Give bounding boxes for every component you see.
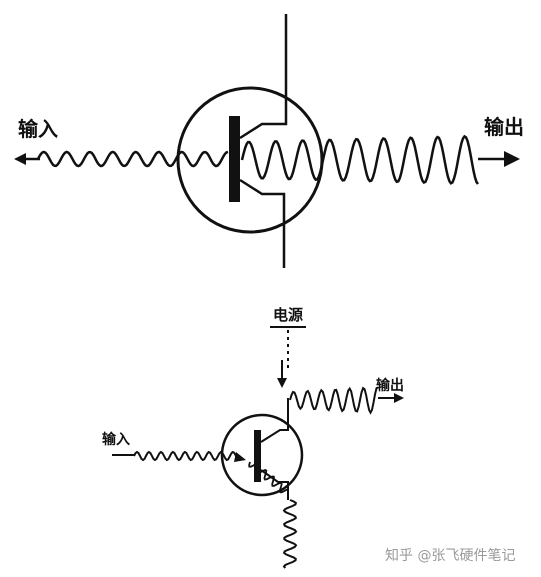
bottom-input-arrowhead (234, 452, 246, 462)
bottom-input-label: 输入 (102, 431, 130, 448)
bottom-output-label: 输出 (376, 377, 404, 394)
top-emitter-lead (239, 178, 286, 268)
top-output-arrowhead (504, 151, 520, 167)
bottom-collector-lead (260, 398, 289, 443)
bottom-transistor-circle (220, 413, 304, 497)
bottom-emitter-lead (260, 469, 289, 500)
collector-current-arrowhead (277, 378, 287, 388)
power-label: 电源 (273, 306, 303, 324)
bottom-base-current-wave (248, 461, 289, 494)
bottom-output-arrowhead (394, 393, 404, 403)
bottom-diagram: 电源 输出 输入 (102, 306, 404, 569)
top-output-label: 输出 (484, 115, 524, 139)
top-collector-lead (239, 14, 288, 140)
watermark-text: 知乎 @张飞硬件笔记 (385, 547, 515, 564)
top-output-wave (240, 134, 479, 185)
top-diagram: 输入 输出 (14, 14, 524, 268)
bottom-input-wave (133, 450, 241, 462)
top-input-label: 输入 (18, 117, 58, 141)
bottom-emitter-wave (282, 499, 298, 569)
top-input-wave (36, 150, 229, 168)
bottom-output-wave (289, 386, 379, 415)
top-input-arrowhead (14, 153, 26, 165)
bottom-base-bar (254, 430, 261, 482)
top-base-bar (229, 116, 240, 202)
